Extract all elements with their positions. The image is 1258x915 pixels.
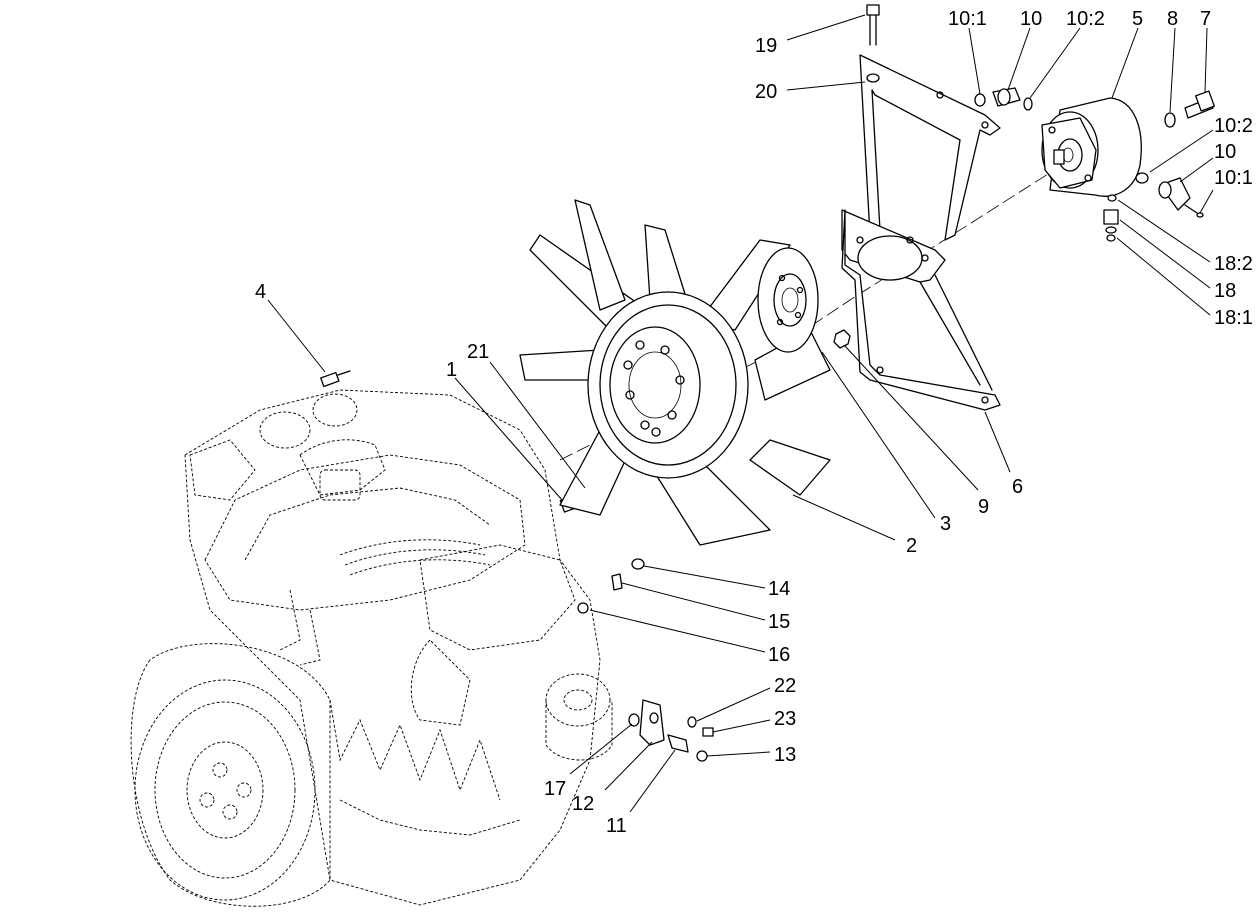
callout-14: 14: [768, 578, 790, 600]
callout-10-1-top: 10:1: [948, 8, 987, 30]
callout-6: 6: [1012, 476, 1023, 498]
callout-1: 1: [446, 359, 457, 381]
callout-20: 20: [755, 81, 777, 103]
callout-10-2-top: 10:2: [1066, 8, 1105, 30]
callout-16: 16: [768, 644, 790, 666]
fitting-part-10-right: [1135, 172, 1204, 218]
callout-23: 23: [774, 708, 796, 730]
nut-part-9: [833, 329, 851, 349]
sensor-part-4: [320, 370, 351, 388]
washer-part-8: [1164, 112, 1176, 128]
nut-part-13: [696, 750, 708, 762]
callout-10-2-right: 10:2: [1214, 115, 1253, 137]
fan-hub-part-3: [757, 247, 819, 353]
callout-10-top: 10: [1020, 8, 1042, 30]
callout-3: 3: [940, 513, 951, 535]
callout-15: 15: [768, 611, 790, 633]
washer-part-22: [687, 716, 697, 728]
callout-4: 4: [255, 281, 266, 303]
callout-21: 21: [467, 341, 489, 363]
callout-7: 7: [1200, 8, 1211, 30]
engine-block: [130, 389, 613, 907]
callout-labels: 19 20 10:1 10 10:2 5 8 7 10:2 10 10:1 18…: [255, 8, 1253, 837]
callout-11: 11: [606, 815, 627, 837]
bracket-part-11: [667, 734, 689, 753]
callout-10-1-right: 10:1: [1214, 167, 1253, 189]
callout-5: 5: [1132, 8, 1143, 30]
bracket-part-6: [841, 54, 1001, 411]
washer-part-17: [628, 713, 640, 727]
bracket-part-12: [639, 699, 665, 746]
callout-13: 13: [774, 744, 796, 766]
fitting-part-18: [1103, 194, 1119, 242]
callout-18-1: 18:1: [1214, 307, 1253, 329]
callout-19: 19: [755, 35, 777, 57]
washer-part-20: [866, 73, 880, 83]
fitting-part-10-top: [974, 87, 1033, 111]
bolt-part-19: [866, 4, 880, 46]
bolt-part-7: [1184, 90, 1215, 119]
callout-22: 22: [774, 675, 796, 697]
hydraulic-pump-part-5: [1041, 97, 1142, 197]
bolt-part-23: [702, 727, 714, 737]
callout-9: 9: [978, 496, 989, 518]
leader-lines: [267, 14, 1214, 813]
callout-12: 12: [572, 793, 594, 815]
callout-18-2: 18:2: [1214, 253, 1253, 275]
callout-18: 18: [1214, 280, 1236, 302]
callout-2: 2: [906, 535, 917, 557]
callout-8: 8: [1167, 8, 1178, 30]
nut-part-16: [577, 602, 589, 614]
callout-10-right: 10: [1214, 141, 1236, 163]
clip-part-15: [611, 573, 623, 591]
bolt-part-14: [631, 558, 645, 570]
callout-17: 17: [544, 778, 566, 800]
